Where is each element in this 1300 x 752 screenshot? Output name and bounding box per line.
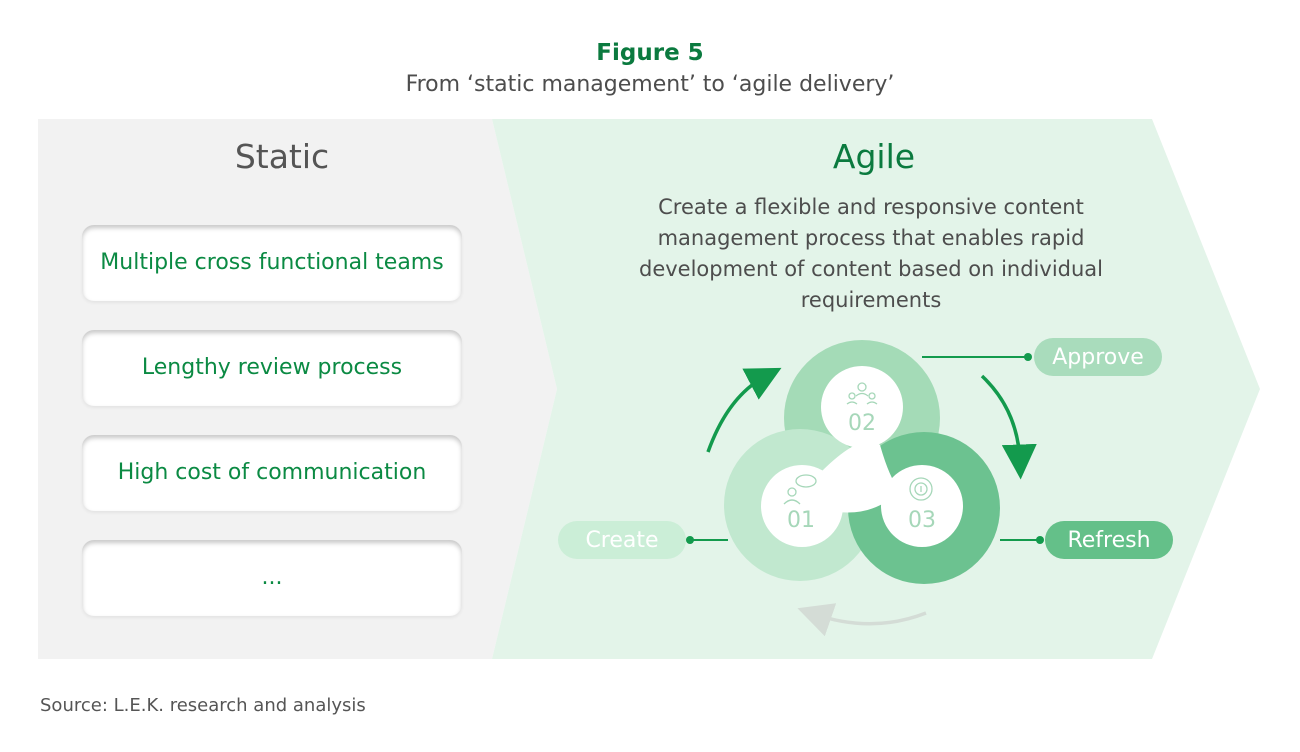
step-03-node [881,465,963,547]
team-approval-icon [846,382,878,405]
arrow-refresh-to-create [797,603,927,637]
connector-dot-create [686,536,694,544]
figure-subtitle: From ‘static management’ to ‘agile deliv… [405,72,895,97]
connector-dot-refresh [1036,536,1044,544]
agile-description: Create a flexible and responsive content… [638,195,1103,312]
static-heading: Static [234,137,330,176]
step-01-node [761,465,843,547]
refresh-coin-icon [909,477,933,501]
create-label: Create [558,521,686,559]
approve-label: Approve [1034,338,1162,376]
speech-bubble-person-icon [783,474,817,505]
static-item-review: Lengthy review process [82,330,462,406]
step-01-number: 01 [787,508,815,533]
connector-dot-approve [1024,353,1032,361]
agile-heading: Agile [832,137,916,176]
figure-title: Figure 5 [596,40,704,66]
static-item-ellipsis: ... [82,540,462,616]
static-item-teams: Multiple cross functional teams [82,225,462,301]
step-02-node [821,366,903,448]
source-note: Source: L.E.K. research and analysis [40,695,366,716]
refresh-label: Refresh [1045,521,1173,559]
step-02-number: 02 [848,411,876,436]
static-item-communication: High cost of communication [82,435,462,511]
arrow-approve-to-refresh [980,374,1037,480]
arrow-create-to-approve [706,367,782,453]
step-03-number: 03 [908,508,936,533]
